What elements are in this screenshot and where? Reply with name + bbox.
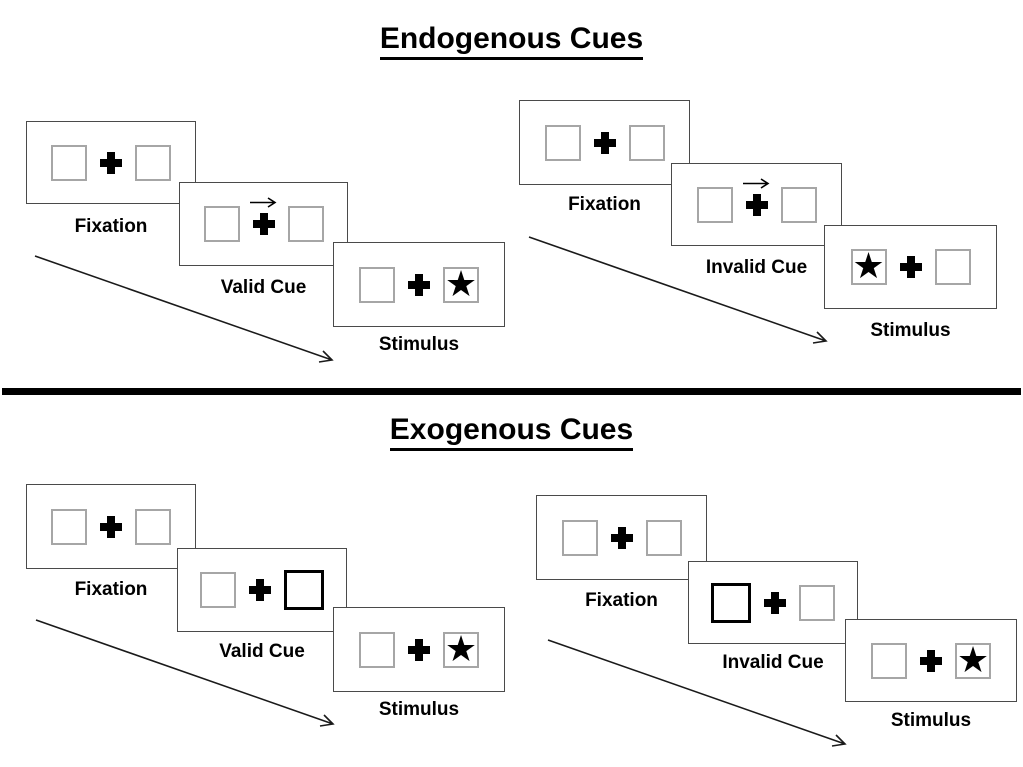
placeholder-box-right: ★ bbox=[287, 206, 324, 242]
timeline-arrow-icon bbox=[528, 236, 828, 344]
placeholder-box-right: ★ bbox=[780, 186, 817, 223]
cue-direction-arrow-icon bbox=[742, 177, 769, 189]
placeholder-box-left: ★ bbox=[561, 519, 598, 556]
section-title-endogenous: Endogenous Cues bbox=[0, 22, 1023, 60]
fixation-cross-icon bbox=[593, 131, 616, 154]
fixation-cross-icon bbox=[408, 273, 430, 296]
placeholder-box-right: ★ bbox=[934, 249, 971, 285]
placeholder-box-left: ★ bbox=[696, 186, 733, 223]
panel-label: Stimulus bbox=[378, 699, 460, 720]
panel-stimulus: ★ ★ bbox=[824, 225, 997, 309]
panel-fixation: ★ ★ bbox=[26, 121, 196, 204]
panel-fixation: ★ ★ bbox=[26, 484, 196, 569]
panel-valid-cue: ★ ★ bbox=[177, 548, 347, 632]
fixation-cross-icon bbox=[249, 579, 271, 601]
panel-stimulus: ★ ★ bbox=[333, 242, 505, 327]
placeholder-box-left: ★ bbox=[544, 124, 581, 161]
panel-label: Fixation bbox=[74, 216, 148, 237]
timeline-arrow-icon bbox=[34, 255, 334, 363]
placeholder-box-right: ★ bbox=[628, 124, 665, 161]
placeholder-box-left: ★ bbox=[51, 144, 87, 181]
star-icon: ★ bbox=[444, 262, 478, 304]
fixation-cross-icon bbox=[610, 526, 633, 549]
panel-label: Fixation bbox=[74, 579, 148, 600]
fixation-cross-icon bbox=[252, 213, 275, 235]
fixation-cross-icon bbox=[745, 193, 768, 216]
placeholder-box-left: ★ bbox=[871, 642, 907, 679]
placeholder-box-right: ★ bbox=[135, 144, 171, 181]
timeline-arrow-icon bbox=[547, 639, 847, 747]
panel-label: Stimulus bbox=[870, 320, 951, 341]
panel-label: Valid Cue bbox=[220, 277, 307, 298]
fixation-cross-icon bbox=[764, 591, 786, 614]
placeholder-box-left: ★ bbox=[51, 508, 87, 545]
panel-label: Invalid Cue bbox=[705, 257, 808, 278]
panel-stimulus: ★ ★ bbox=[845, 619, 1017, 702]
panel-invalid-cue: ★ ★ bbox=[688, 561, 858, 644]
fixation-cross-icon bbox=[899, 256, 922, 278]
placeholder-box-right: ★ bbox=[955, 638, 991, 680]
placeholder-box-right: ★ bbox=[135, 508, 171, 545]
section-title-exogenous: Exogenous Cues bbox=[0, 413, 1023, 451]
star-icon: ★ bbox=[852, 245, 885, 286]
fixation-cross-icon bbox=[100, 515, 122, 538]
panel-fixation: ★ ★ bbox=[536, 495, 707, 580]
fixation-cross-icon bbox=[408, 638, 430, 661]
placeholder-box-left: ★ bbox=[359, 631, 395, 668]
section-divider bbox=[2, 388, 1021, 395]
placeholder-box-left: ★ bbox=[200, 572, 236, 608]
panel-label: Stimulus bbox=[378, 334, 460, 355]
panel-stimulus: ★ ★ bbox=[333, 607, 505, 692]
panel-label: Stimulus bbox=[890, 710, 972, 731]
panel-label: Valid Cue bbox=[219, 641, 305, 662]
placeholder-box-left: ★ bbox=[850, 245, 887, 286]
placeholder-box-left: ★ bbox=[359, 266, 395, 303]
panel-label: Fixation bbox=[568, 194, 641, 215]
placeholder-box-right: ★ bbox=[645, 519, 682, 556]
placeholder-box-right: ★ bbox=[799, 584, 835, 621]
star-icon: ★ bbox=[444, 627, 478, 669]
panel-fixation: ★ ★ bbox=[519, 100, 690, 185]
placeholder-box-left: ★ bbox=[203, 206, 240, 242]
cue-direction-arrow-icon bbox=[249, 197, 276, 208]
star-icon: ★ bbox=[956, 638, 990, 680]
placeholder-box-left: ★ bbox=[711, 582, 751, 623]
panel-label: Fixation bbox=[585, 590, 658, 611]
panel-invalid-cue: ★ ★ bbox=[671, 163, 842, 246]
panel-valid-cue: ★ ★ bbox=[179, 182, 348, 266]
panel-label: Invalid Cue bbox=[722, 652, 824, 673]
placeholder-box-right: ★ bbox=[284, 570, 324, 610]
fixation-cross-icon bbox=[920, 649, 942, 672]
placeholder-box-right: ★ bbox=[443, 262, 479, 304]
timeline-arrow-icon bbox=[35, 619, 335, 727]
placeholder-box-right: ★ bbox=[443, 627, 479, 669]
fixation-cross-icon bbox=[100, 151, 122, 174]
